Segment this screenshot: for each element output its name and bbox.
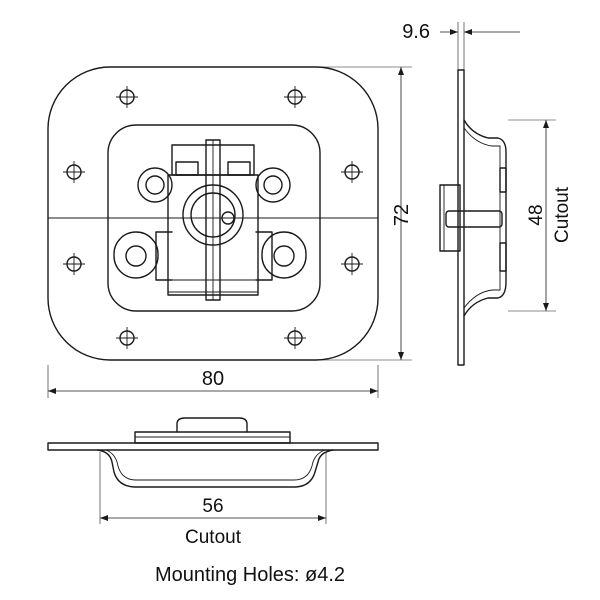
side-plate (457, 69, 465, 366)
rivet-boss (261, 231, 307, 279)
dimension-label-cutout-height-text: Cutout (552, 186, 573, 243)
top-dish-profile (97, 449, 334, 488)
top-plate (47, 442, 379, 451)
dimension-label-height: 72 (391, 204, 413, 226)
mounting-hole (116, 86, 138, 108)
front-plate-outline (47, 66, 379, 361)
mounting-hole (284, 327, 306, 349)
rivet-boss (137, 167, 173, 203)
mounting-holes (63, 86, 363, 349)
dimension-cutout-width: 56 Cutout (99, 452, 327, 548)
mounting-holes-note: Mounting Holes: ø4.2 (155, 564, 345, 586)
dimension-label-cutout-height: 48 (526, 204, 547, 225)
mounting-hole (63, 253, 85, 275)
side-latch-body (439, 184, 461, 252)
mounting-hole (341, 161, 363, 183)
side-view (439, 69, 507, 366)
front-view (47, 66, 379, 361)
mounting-hole (341, 253, 363, 275)
mounting-hole (63, 161, 85, 183)
rivet-boss (113, 231, 159, 279)
top-latch-dome (176, 417, 248, 433)
front-dish-recess (107, 124, 321, 312)
mounting-hole (284, 86, 306, 108)
dimension-cutout-height: 48 Cutout (508, 119, 573, 312)
dimension-label-width: 80 (202, 368, 224, 390)
side-dish-profile (463, 119, 507, 317)
top-view (47, 417, 379, 488)
mounting-hole (116, 327, 138, 349)
top-latch-base (134, 431, 291, 444)
dimension-label-cutout-width: 56 (202, 496, 223, 517)
dimension-label-cutout-width-text: Cutout (185, 527, 242, 548)
rivet-bosses (113, 167, 307, 279)
side-handle (445, 210, 503, 228)
dimension-thickness: 9.6 (402, 21, 520, 70)
dimension-width: 80 (47, 365, 379, 398)
dimension-label-thickness: 9.6 (402, 21, 430, 43)
rivet-boss (255, 167, 291, 203)
dimension-height: 72 (300, 66, 413, 361)
